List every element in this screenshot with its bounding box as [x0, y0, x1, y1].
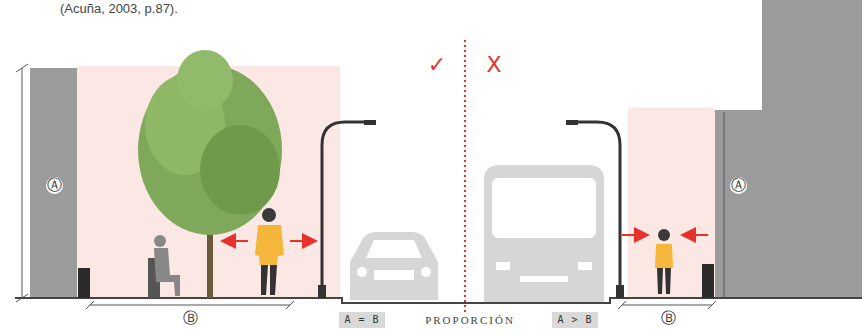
callout-letter: Ⓐ — [46, 177, 63, 194]
citation: (Acuña, 2003, p.87). — [60, 2, 178, 15]
callout-letter: Ⓐ — [730, 177, 747, 194]
ratio-tag: A > B — [552, 312, 597, 328]
caption-word: PROPORCIÓN — [425, 315, 515, 326]
cross-mark: X — [486, 54, 501, 76]
check-mark: ✓ — [428, 54, 446, 76]
callout-letter: Ⓑ — [183, 311, 198, 326]
callout-letter: Ⓑ — [661, 311, 676, 326]
ratio-tag: A = B — [339, 312, 384, 328]
